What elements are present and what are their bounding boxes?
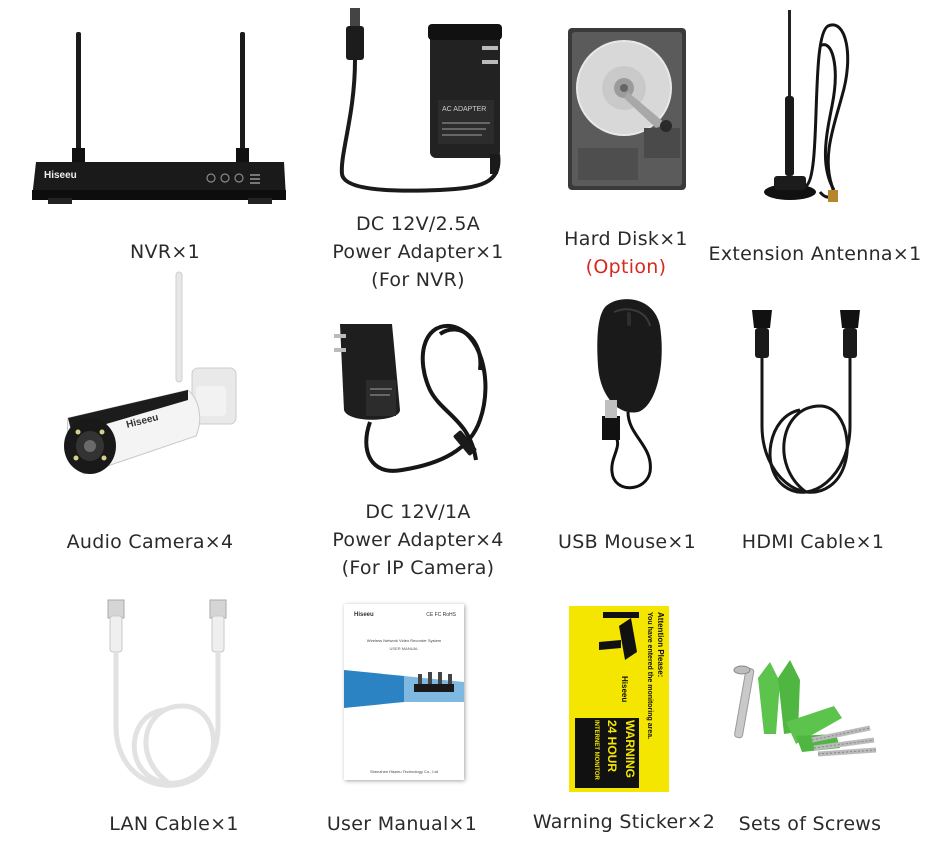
- nvr-logo: Hiseeu: [44, 170, 77, 181]
- mouse-icon: [584, 296, 676, 496]
- nvr-caption: NVR×1: [130, 241, 200, 263]
- screws-caption: Sets of Screws: [738, 813, 882, 835]
- sticker-hours: 24 HOUR: [605, 720, 619, 773]
- antenna-icon: [762, 6, 862, 206]
- nvr-icon: Hiseeu: [28, 30, 290, 210]
- mouse-caption: USB Mouse×1: [558, 531, 696, 553]
- nvr-power-caption: DC 12V/2.5A Power Adapter×1 (For NVR): [332, 213, 504, 291]
- sticker-logo: Hiseeu: [620, 676, 629, 703]
- manual-title: Wireless Network Video Recorder System: [366, 638, 442, 643]
- adapter-label-text: AC ADAPTER: [442, 106, 487, 113]
- hdd-caption: Hard Disk×1 (Option): [555, 225, 697, 281]
- hdmi-caption: HDMI Cable×1: [741, 531, 885, 553]
- lan-cable-icon: [100, 596, 240, 796]
- camera-caption: Audio Camera×4: [66, 531, 234, 553]
- sticker-line1: Attention Please:: [656, 612, 665, 678]
- manual-caption: User Manual×1: [326, 813, 478, 835]
- sticker-monitor: INTERNET MONITOR: [593, 720, 599, 780]
- warning-sticker-icon: Attention Please: You have entered the m…: [569, 606, 669, 792]
- hard-disk-icon: [568, 28, 686, 190]
- manual-logo: Hiseeu: [354, 612, 374, 618]
- sticker-caption: Warning Sticker×2: [532, 811, 716, 833]
- sticker-warning: WARNING: [623, 720, 637, 778]
- sticker-line2: You have entered the monitoring area.: [646, 612, 653, 740]
- hdmi-cable-icon: [740, 306, 872, 506]
- cam-power-caption: DC 12V/1A Power Adapter×4 (For IP Camera…: [332, 501, 504, 579]
- camera-icon: Hiseeu: [56, 268, 246, 490]
- screws-icon: [730, 654, 880, 764]
- option-note: (Option): [585, 256, 667, 278]
- antenna-caption: Extension Antenna×1: [708, 243, 922, 265]
- lan-caption: LAN Cable×1: [109, 813, 239, 835]
- manual-footer: Shenzhen Hiseeu Technology Co., Ltd: [370, 769, 438, 774]
- manual-cert: CE FC RoHS: [426, 612, 456, 618]
- power-adapter-icon: AC ADAPTER: [330, 4, 510, 200]
- manual-subtitle: USER MANUAL: [389, 646, 419, 651]
- manual-icon: Hiseeu CE FC RoHS Wireless Network Video…: [344, 604, 464, 780]
- power-adapter-icon: [330, 310, 498, 482]
